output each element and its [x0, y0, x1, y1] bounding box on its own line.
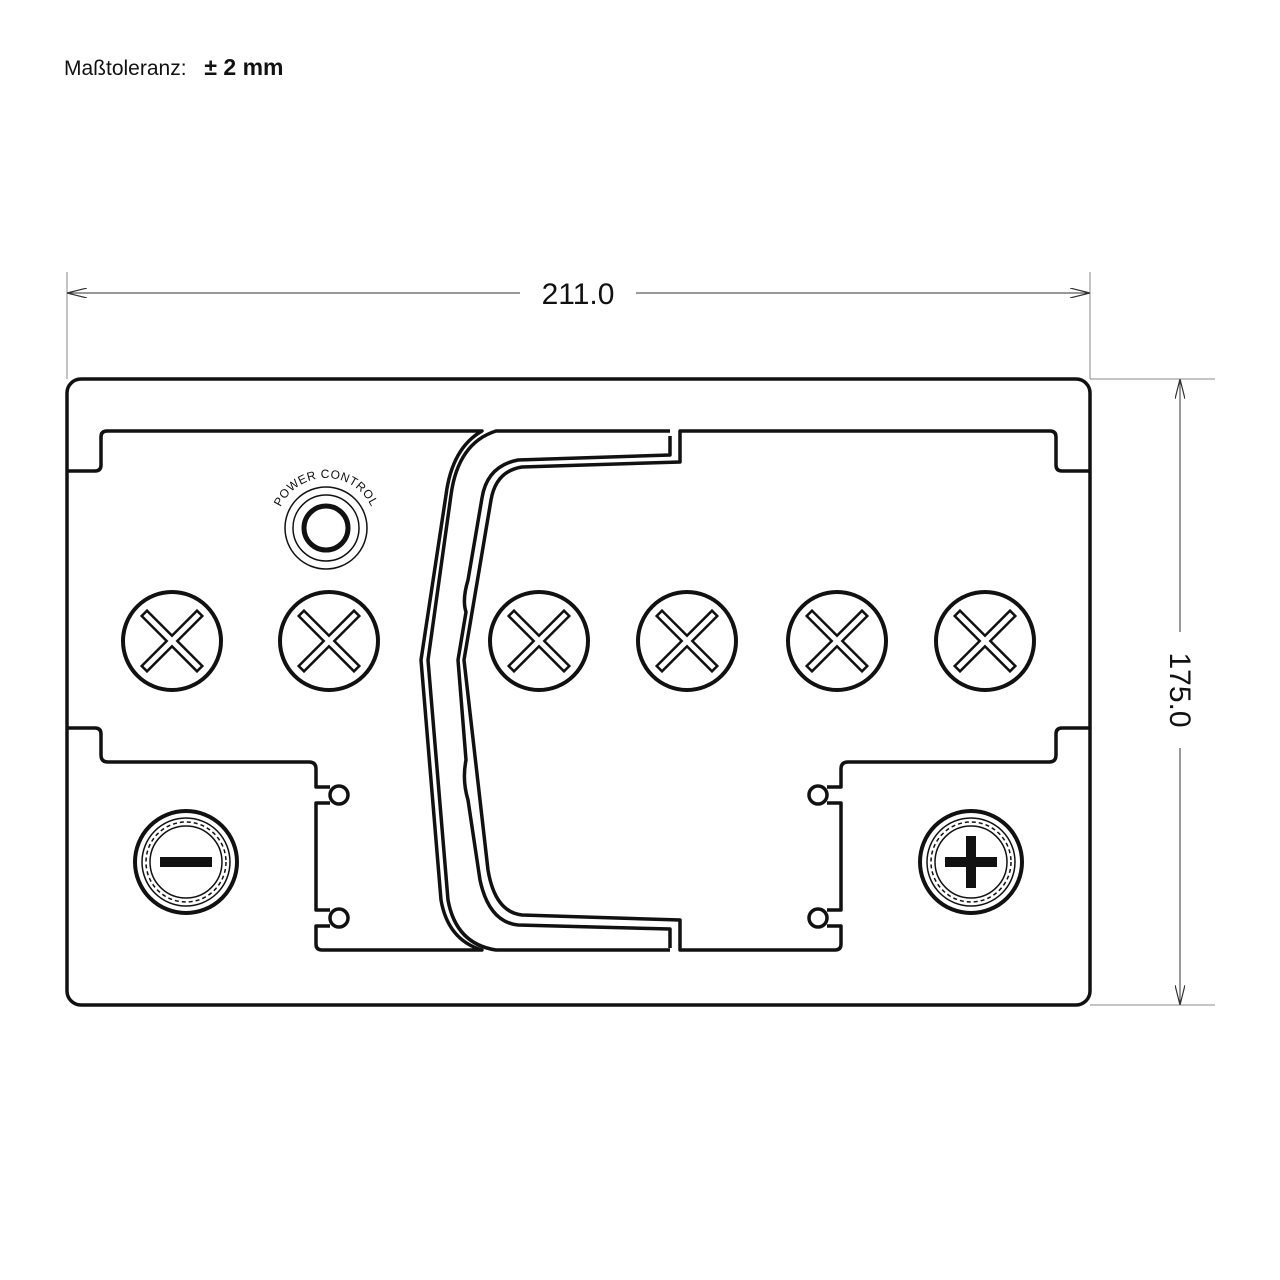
cross-icon [952, 608, 1018, 674]
vent-hole [807, 784, 829, 806]
vent-hole [328, 784, 350, 806]
tolerance-value: ± 2 mm [204, 54, 284, 80]
cell-caps [121, 590, 1036, 692]
battery-outline [65, 377, 1092, 1007]
cross-icon [804, 608, 870, 674]
width-dimension-label: 211.0 [542, 278, 615, 311]
plus-icon [945, 836, 997, 888]
width-dimension [66, 272, 1091, 379]
power-control-label: POWER CONTROL [271, 467, 381, 509]
positive-terminal [918, 809, 1024, 915]
minus-icon [160, 857, 212, 867]
tolerance-note: Maßtoleranz: ± 2 mm [64, 54, 284, 81]
negative-terminal [133, 809, 239, 915]
lid-left-section [67, 429, 484, 952]
cell-cap [786, 590, 888, 692]
cell-cap [934, 590, 1036, 692]
cross-icon [296, 608, 362, 674]
handle-strap-outer [426, 429, 670, 952]
cross-icon [654, 608, 720, 674]
cross-icon [139, 608, 205, 674]
height-dimension-label: 175.0 [1163, 652, 1196, 727]
cell-cap [488, 590, 590, 692]
lid-right-section [462, 429, 1090, 952]
cell-cap [278, 590, 380, 692]
cell-cap [636, 590, 738, 692]
power-control-indicator [284, 486, 368, 570]
tolerance-label: Maßtoleranz: [64, 57, 187, 80]
height-dimension [1090, 378, 1215, 1006]
handle-strap-inner [456, 436, 672, 948]
vent-hole [807, 907, 829, 929]
vent-hole [328, 907, 350, 929]
cross-icon [506, 608, 572, 674]
cell-cap [121, 590, 223, 692]
